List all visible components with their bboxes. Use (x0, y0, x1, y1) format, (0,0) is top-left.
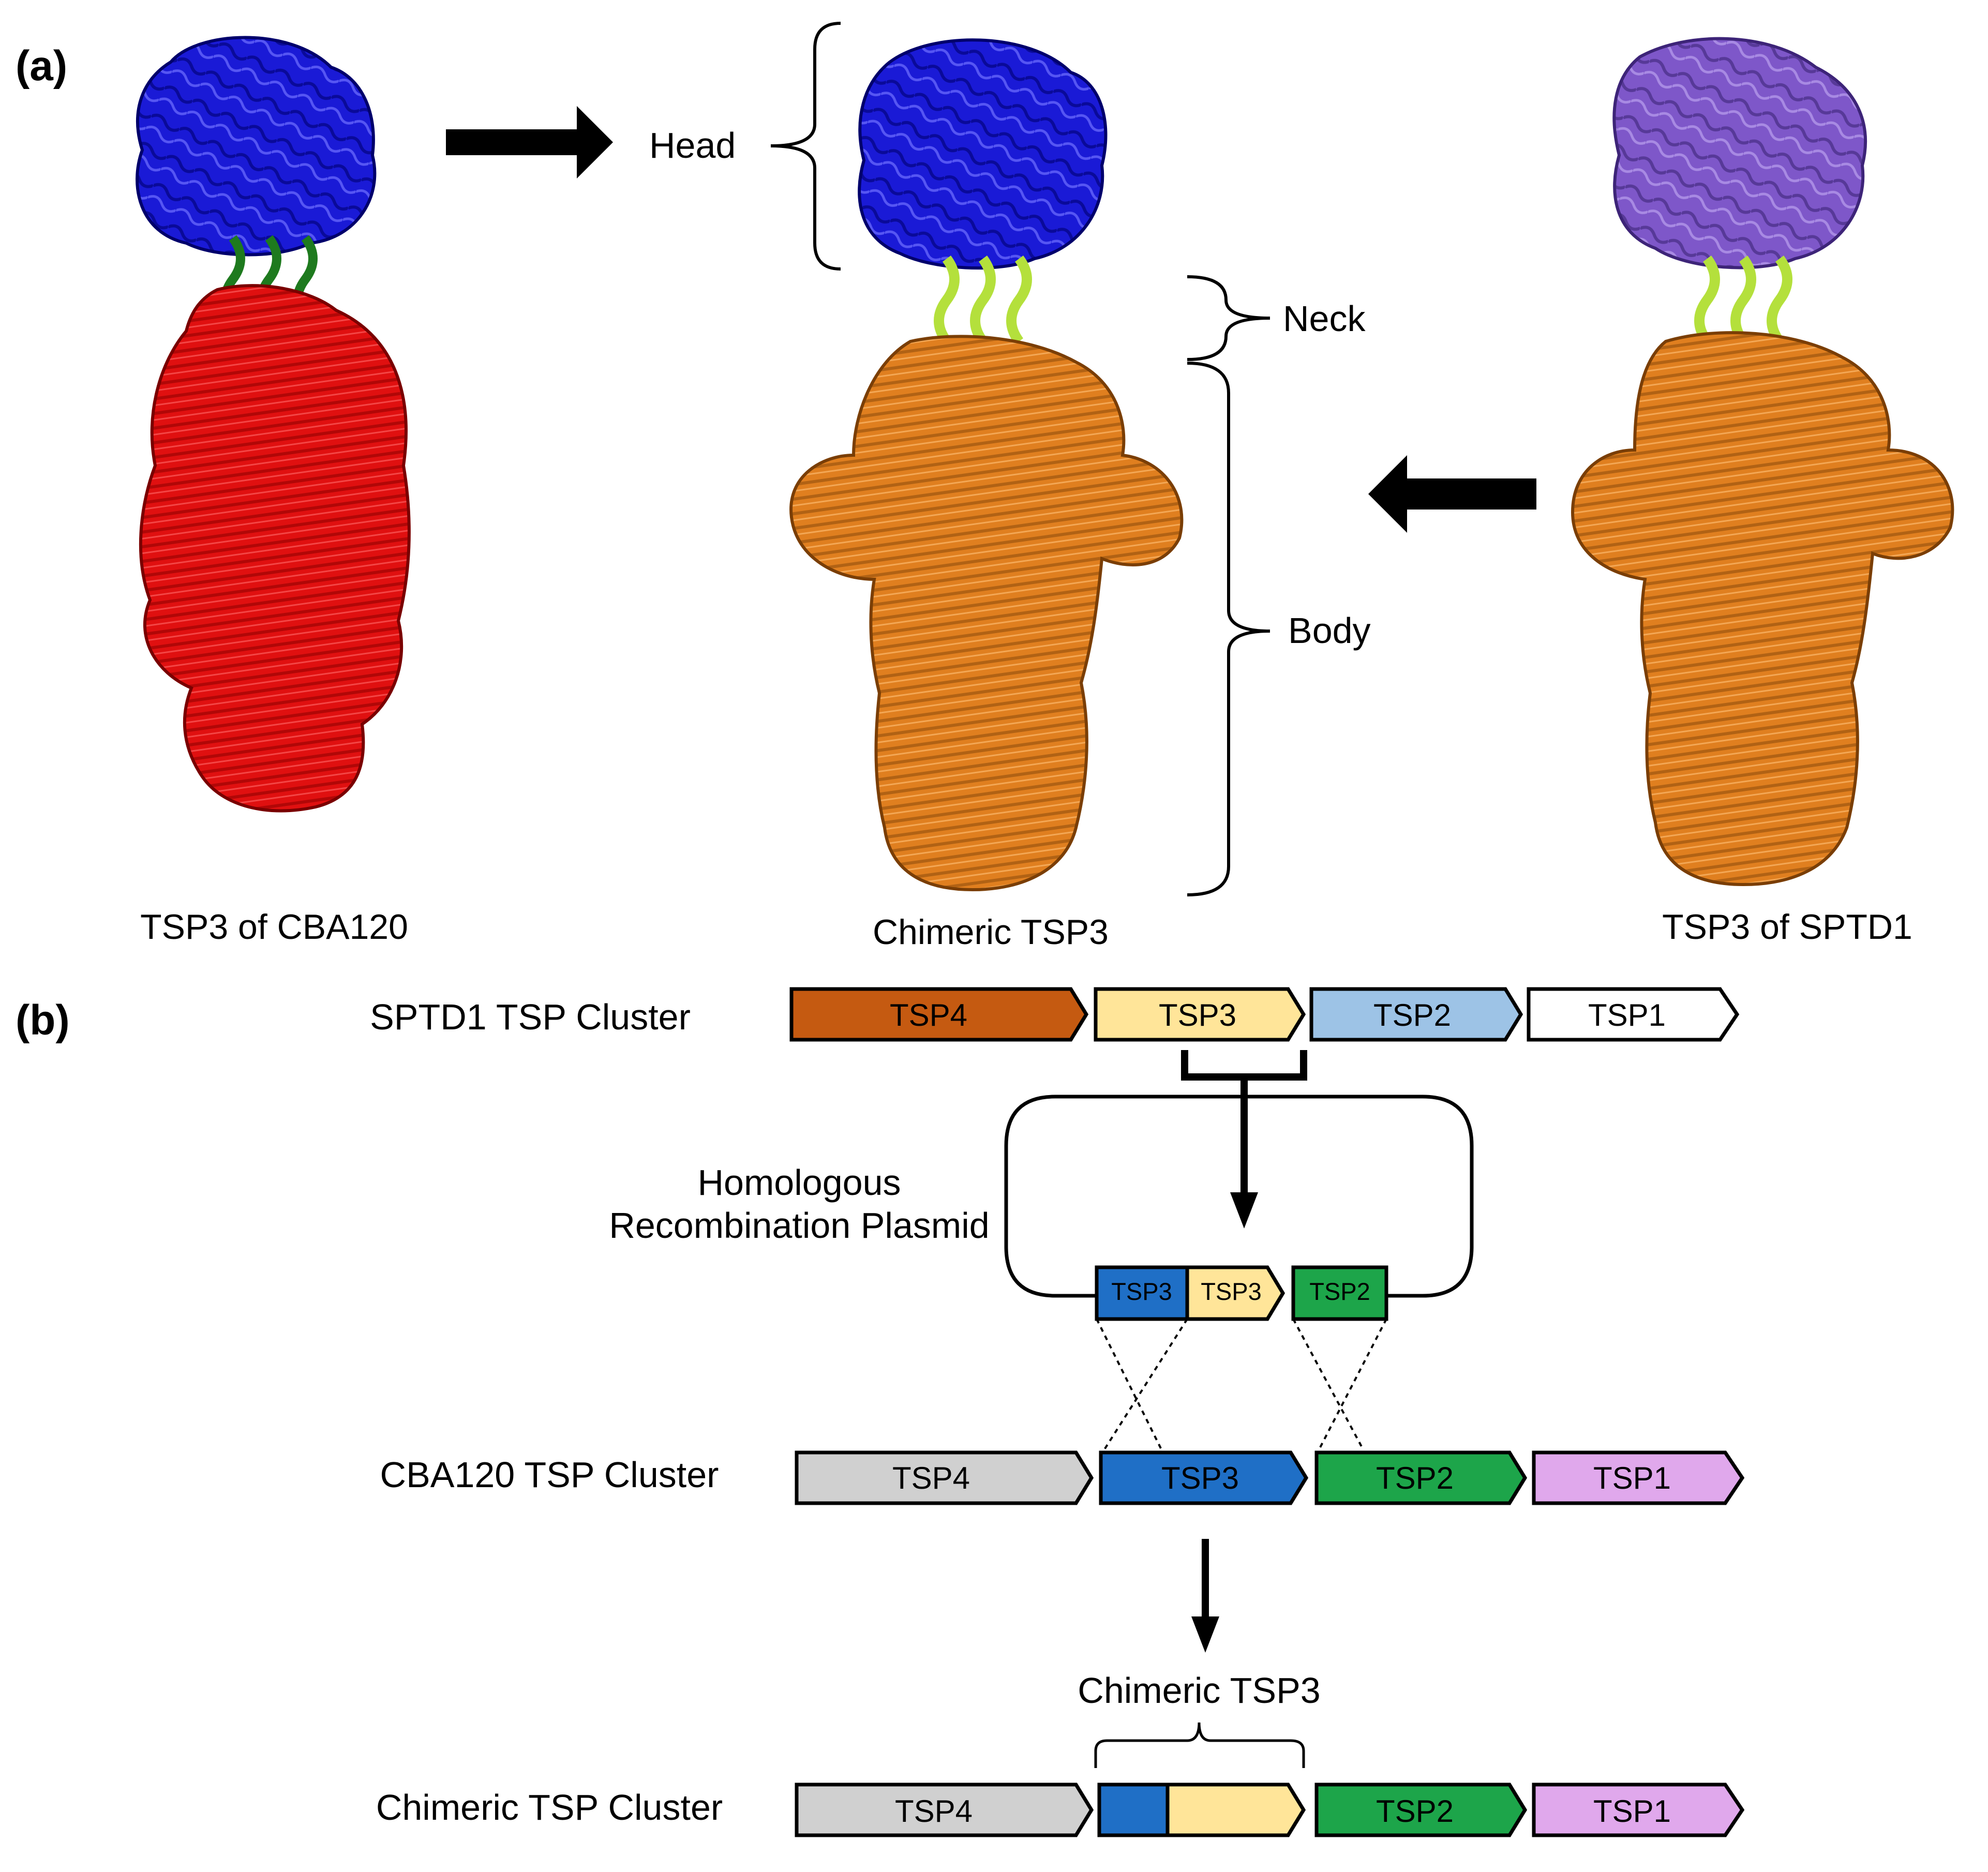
cba120-gene-tsp1 (1532, 1450, 1745, 1505)
plasmid-segments: TSP3 TSP3 TSP2 (1095, 1265, 1388, 1321)
plasmid-seg-2-label: TSP3 (1201, 1278, 1262, 1305)
structure-cba120-tsp3 (136, 36, 411, 813)
neck-brace (1187, 275, 1270, 361)
chimeric-gene-tsp2 (1314, 1783, 1528, 1837)
structure-sptd1-tsp3 (1571, 37, 1954, 887)
caption-sptd1: TSP3 of SPTD1 (1662, 907, 1912, 947)
sptd1-gene-tsp4-label: TSP4 (890, 998, 967, 1032)
plasmid-seg-tsp3-sptd1 (1185, 1265, 1286, 1321)
sptd1-gene-tsp1-label: TSP1 (1588, 998, 1666, 1032)
arrow-right-head (446, 106, 613, 178)
cba120-gene-tsp4 (795, 1450, 1094, 1505)
plasmid-label-line1: Homologous (698, 1162, 901, 1203)
cba120-gene-tsp3-label: TSP3 (1161, 1461, 1239, 1495)
arrow-left-body (1368, 455, 1536, 533)
sptd1-head (1612, 37, 1867, 269)
cba120-gene-tsp3 (1099, 1450, 1309, 1505)
cluster-sptd1-genes: TSP4 TSP3 TSP2 TSP1 (789, 987, 1740, 1042)
cba120-body (139, 284, 411, 813)
cba120-gene-tsp2 (1314, 1450, 1528, 1505)
cluster-cba120-genes: TSP4 TSP3 TSP2 TSP1 (795, 1450, 1745, 1505)
caption-chimeric: Chimeric TSP3 (873, 912, 1109, 952)
chimeric-body (789, 335, 1184, 892)
arrow-down-2-head (1191, 1616, 1219, 1653)
label-body: Body (1288, 610, 1371, 651)
plasmid-seg-tsp2 (1291, 1265, 1388, 1321)
chimeric-gene-tsp4-label: TSP4 (895, 1794, 973, 1829)
chimeric-gene-tsp3-cba-part (1097, 1783, 1170, 1837)
cluster-sptd1-name: SPTD1 TSP Cluster (370, 997, 691, 1037)
plasmid-label-line2: Recombination Plasmid (609, 1205, 989, 1246)
arrow-down-1-head (1230, 1192, 1258, 1229)
cba120-head (136, 36, 377, 257)
head-brace (770, 22, 841, 271)
structure-chimeric-tsp3 (789, 38, 1184, 892)
chimeric-neck (934, 256, 1032, 345)
label-neck: Neck (1283, 298, 1366, 339)
chimeric-tsp3-label: Chimeric TSP3 (1078, 1670, 1320, 1711)
panel-a-label: (a) (16, 42, 67, 89)
chimeric-gene-tsp1-label: TSP1 (1593, 1794, 1671, 1829)
sptd1-gene-tsp1 (1527, 987, 1740, 1042)
sptd1-gene-tsp2 (1309, 987, 1523, 1042)
plasmid-loop (1004, 1095, 1474, 1298)
chimeric-gene-tsp4 (795, 1783, 1094, 1837)
body-brace (1187, 362, 1270, 896)
crossover-lines (1096, 1318, 1387, 1450)
cba120-gene-tsp4-label: TSP4 (892, 1461, 970, 1495)
cluster-chimeric-genes: TSP4 TSP2 TSP1 (795, 1783, 1745, 1837)
label-head-left: Head (649, 125, 736, 166)
sptd1-gene-tsp3-label: TSP3 (1159, 998, 1236, 1032)
sptd1-gene-tsp2-label: TSP2 (1373, 998, 1451, 1032)
plasmid-seg-1-label: TSP3 (1111, 1278, 1172, 1305)
cba120-gene-tsp2-label: TSP2 (1376, 1461, 1454, 1495)
chimeric-brace (1094, 1722, 1305, 1768)
cluster-chimeric-name: Chimeric TSP Cluster (376, 1787, 723, 1828)
cluster-cba120-name: CBA120 TSP Cluster (380, 1455, 719, 1495)
excision-bracket (1181, 1050, 1307, 1081)
panel-b-label: (b) (16, 997, 70, 1044)
chimeric-gene-tsp2-label: TSP2 (1376, 1794, 1454, 1829)
plasmid-seg-tsp3-cba (1095, 1265, 1189, 1321)
plasmid-seg-3-label: TSP2 (1309, 1278, 1370, 1305)
chimeric-gene-tsp1 (1532, 1783, 1745, 1837)
sptd1-body (1571, 331, 1954, 887)
chimeric-head (858, 38, 1108, 270)
sptd1-neck (1694, 256, 1792, 345)
sptd1-gene-tsp3 (1094, 987, 1306, 1042)
sptd1-gene-tsp4 (789, 987, 1089, 1042)
caption-cba120: TSP3 of CBA120 (140, 907, 408, 947)
cba120-gene-tsp1-label: TSP1 (1593, 1461, 1671, 1495)
